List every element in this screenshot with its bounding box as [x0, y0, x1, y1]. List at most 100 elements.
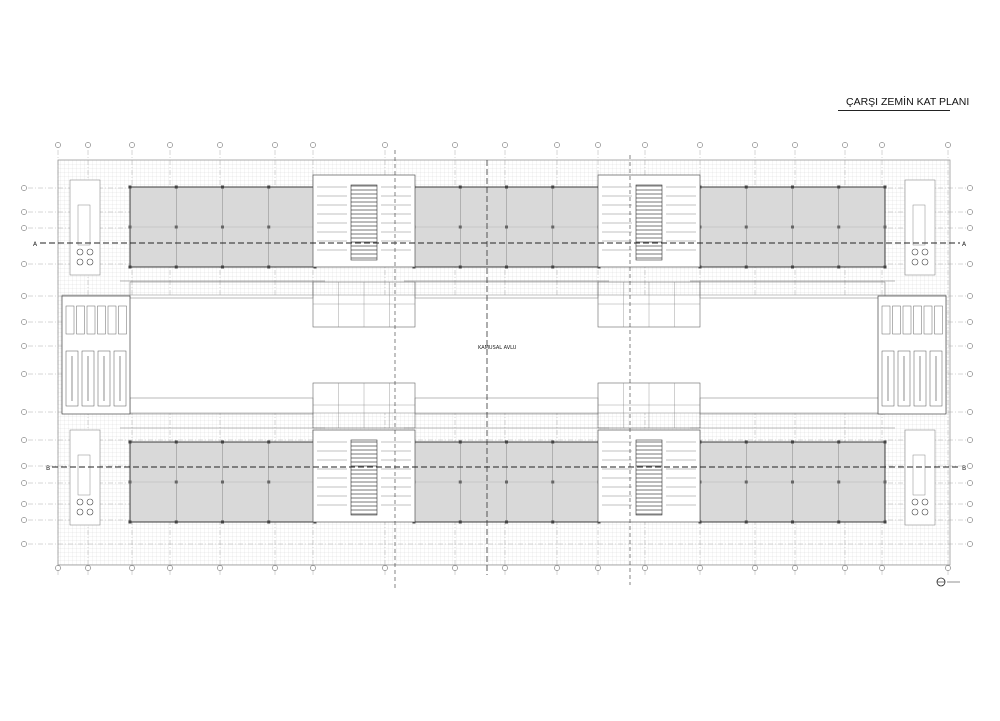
- column: [551, 480, 555, 484]
- ramp-lane: [81, 350, 95, 407]
- ramp-lane: [913, 305, 922, 335]
- axis-bubble: [967, 409, 973, 415]
- column: [505, 440, 508, 444]
- axis-bubble: [967, 225, 973, 231]
- end-planter: [69, 429, 101, 526]
- title-underline: [838, 110, 950, 111]
- column: [837, 520, 841, 524]
- ramp-lane: [118, 305, 127, 335]
- axis-bubble: [129, 565, 135, 571]
- column: [174, 440, 178, 444]
- column: [128, 440, 132, 444]
- axis-bubble: [452, 565, 458, 571]
- stair-flight: [350, 439, 378, 516]
- axis-bubble: [967, 541, 973, 547]
- ramp-lane: [923, 305, 933, 335]
- axis-bubble: [967, 517, 973, 523]
- axis-bubble: [85, 142, 91, 148]
- ramp-lane: [65, 350, 79, 407]
- axis-bubble: [21, 480, 27, 486]
- axis-bubble: [21, 293, 27, 299]
- section-lines: A A B B: [33, 150, 967, 590]
- axis-bubble: [21, 501, 27, 507]
- axis-bubble: [217, 142, 223, 148]
- section-mark-a-right: A: [962, 241, 967, 248]
- axis-bubble: [21, 261, 27, 267]
- column: [791, 265, 794, 269]
- column: [458, 440, 462, 444]
- column: [458, 185, 462, 189]
- column: [744, 225, 748, 229]
- column: [551, 265, 555, 269]
- ramp-lane: [76, 305, 85, 335]
- tree-circle: [921, 508, 929, 516]
- bench: [77, 204, 91, 246]
- column: [837, 185, 841, 189]
- axis-bubble: [55, 142, 61, 148]
- column: [837, 265, 841, 269]
- column: [221, 520, 224, 524]
- axis-bubble: [21, 517, 27, 523]
- column: [128, 265, 132, 269]
- axis-bubble: [554, 565, 560, 571]
- axis-bubble: [792, 565, 798, 571]
- axis-bubble: [21, 225, 27, 231]
- axis-bubble: [967, 185, 973, 191]
- axis-bubble: [842, 142, 848, 148]
- ramp-lane: [107, 305, 117, 335]
- column: [837, 440, 841, 444]
- section-mark-a-left: A: [33, 241, 38, 248]
- column: [267, 185, 271, 189]
- axis-bubble: [697, 565, 703, 571]
- column: [505, 185, 508, 189]
- column: [221, 265, 224, 269]
- ramp-lane: [97, 350, 111, 407]
- axis-bubble: [595, 142, 601, 148]
- column: [458, 225, 462, 229]
- axis-bubble: [595, 565, 601, 571]
- column: [551, 185, 555, 189]
- column: [883, 520, 887, 524]
- tree-circle: [76, 498, 84, 506]
- bench: [912, 454, 926, 496]
- side-ramps: [61, 295, 947, 415]
- column: [791, 225, 794, 229]
- axis-bubble: [382, 142, 388, 148]
- axis-bubble: [167, 565, 173, 571]
- column: [128, 520, 132, 524]
- ramp-lane: [881, 350, 895, 407]
- axis-bubble: [502, 142, 508, 148]
- ramp-lane: [934, 305, 943, 335]
- section-mark-b-right: B: [962, 465, 966, 472]
- shop-blocks: [120, 185, 895, 524]
- ramp-lane: [897, 350, 911, 407]
- column: [174, 265, 178, 269]
- column: [791, 185, 794, 189]
- axis-bubble: [792, 142, 798, 148]
- axis-bubble: [310, 565, 316, 571]
- column: [174, 480, 178, 484]
- column: [505, 480, 508, 484]
- column: [221, 185, 224, 189]
- axis-bubble: [272, 565, 278, 571]
- axis-bubble: [967, 463, 973, 469]
- column: [505, 225, 508, 229]
- ramp-lane: [902, 305, 912, 335]
- axis-bubble: [21, 409, 27, 415]
- tree-circle: [911, 498, 919, 506]
- column: [883, 265, 887, 269]
- axis-bubble: [752, 142, 758, 148]
- ramp-lane: [113, 350, 127, 407]
- column: [174, 225, 178, 229]
- stair-flight: [635, 439, 663, 516]
- axis-bubble: [21, 209, 27, 215]
- column: [883, 185, 887, 189]
- axis-bubble: [310, 142, 316, 148]
- column: [458, 520, 462, 524]
- tree-circle: [921, 258, 929, 266]
- bench: [77, 454, 91, 496]
- walkway-band: [699, 281, 886, 299]
- tree-circle: [86, 258, 94, 266]
- axis-bubble: [21, 463, 27, 469]
- column: [883, 225, 887, 229]
